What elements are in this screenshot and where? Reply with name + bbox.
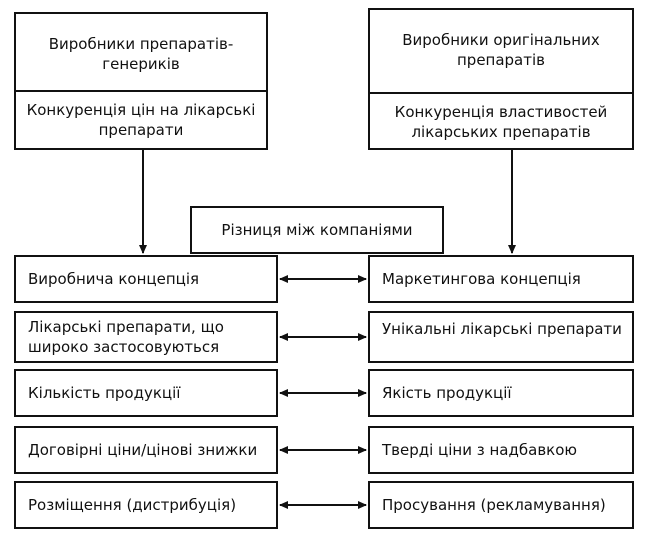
property-competition-text: Конкуренція властивостей лікарських преп… xyxy=(394,103,608,141)
left-box-negotiated-prices: Договірні ціни/цінові знижки xyxy=(14,426,278,474)
difference-between-companies-box: Різниця між компаніями xyxy=(190,206,444,254)
left-text: Договірні ціни/цінові знижки xyxy=(28,441,258,459)
price-competition-text: Конкуренція цін на лікарські препарати xyxy=(26,101,256,139)
right-text: Унікальні лікарські препарати xyxy=(382,320,622,338)
left-box-quantity: Кількість продукції xyxy=(14,369,278,417)
right-box-unique-drugs: Унікальні лікарські препарати xyxy=(368,311,634,363)
left-text: Виробнича концепція xyxy=(28,270,200,288)
right-text: Просування (рекламування) xyxy=(382,496,606,514)
original-producers-title: Виробники оригінальних препаратів xyxy=(402,31,600,69)
right-text: Тверді ціни з надбавкою xyxy=(382,441,578,459)
right-box-promotion: Просування (рекламування) xyxy=(368,481,634,529)
left-box-production-concept: Виробнича концепція xyxy=(14,255,278,303)
generic-producers-divider xyxy=(16,90,266,92)
right-text: Якість продукції xyxy=(382,384,512,402)
generic-producers-box: Виробники препаратів-генериків Конкуренц… xyxy=(14,12,268,150)
left-box-widely-used-drugs: Лікарські препарати, що широко застосову… xyxy=(14,311,278,363)
original-producers-box: Виробники оригінальних препаратів Конкур… xyxy=(368,8,634,150)
right-box-quality: Якість продукції xyxy=(368,369,634,417)
right-text: Маркетингова концепція xyxy=(382,270,581,288)
right-box-fixed-prices: Тверді ціни з надбавкою xyxy=(368,426,634,474)
left-text: Лікарські препарати, що широко застосову… xyxy=(28,318,224,356)
difference-label: Різниця між компаніями xyxy=(221,221,413,239)
left-text: Кількість продукції xyxy=(28,384,181,402)
original-producers-divider xyxy=(370,92,632,94)
left-box-distribution: Розміщення (дистрибуція) xyxy=(14,481,278,529)
generic-producers-title: Виробники препаратів-генериків xyxy=(48,35,234,73)
left-text: Розміщення (дистрибуція) xyxy=(28,496,237,514)
right-box-marketing-concept: Маркетингова концепція xyxy=(368,255,634,303)
